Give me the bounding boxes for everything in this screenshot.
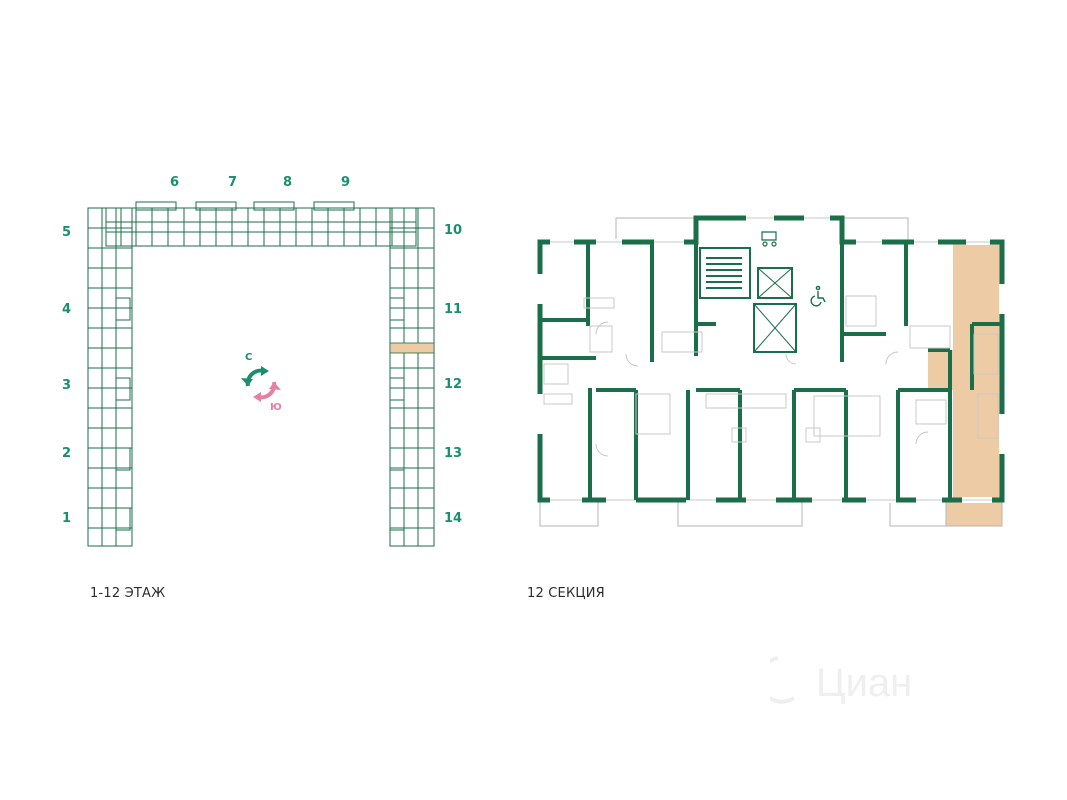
section-number-8: 8 (283, 175, 293, 190)
section-number-11: 11 (444, 302, 463, 317)
key-plan-top-wing (105, 201, 417, 247)
section-number-10: 10 (444, 223, 463, 238)
section-number-2: 2 (62, 446, 72, 461)
key-plan-highlight (389, 342, 435, 354)
highlighted-balcony (946, 502, 1002, 526)
compass-south-label: Ю (270, 402, 282, 413)
key-plan-right-wing (389, 207, 435, 547)
floor-plan (537, 215, 1005, 527)
compass-icon (241, 366, 281, 402)
section-number-6: 6 (170, 175, 180, 190)
accessibility-icon (810, 285, 826, 307)
section-number-5: 5 (62, 225, 72, 240)
section-number-12: 12 (444, 377, 463, 392)
section-number-1: 1 (62, 511, 72, 526)
highlighted-apartment (953, 244, 1003, 498)
fixtures (543, 295, 999, 443)
compass-north-label: С (245, 352, 253, 363)
interior-walls (540, 242, 1002, 500)
key-plan-left-wing (87, 207, 133, 547)
section-number-9: 9 (341, 175, 351, 190)
floor-plan-caption: 12 СЕКЦИЯ (527, 586, 605, 601)
stroller-icon (761, 231, 777, 247)
key-plan-caption: 1-12 ЭТАЖ (90, 586, 166, 601)
watermark-logo: Циан (770, 648, 960, 712)
section-number-14: 14 (444, 511, 463, 526)
svg-text:Циан: Циан (816, 661, 912, 705)
section-number-13: 13 (444, 446, 463, 461)
section-number-3: 3 (62, 378, 72, 393)
key-plan (87, 201, 435, 547)
building-core (699, 247, 797, 353)
section-number-4: 4 (62, 302, 72, 317)
doors (595, 321, 929, 457)
section-number-7: 7 (228, 175, 238, 190)
